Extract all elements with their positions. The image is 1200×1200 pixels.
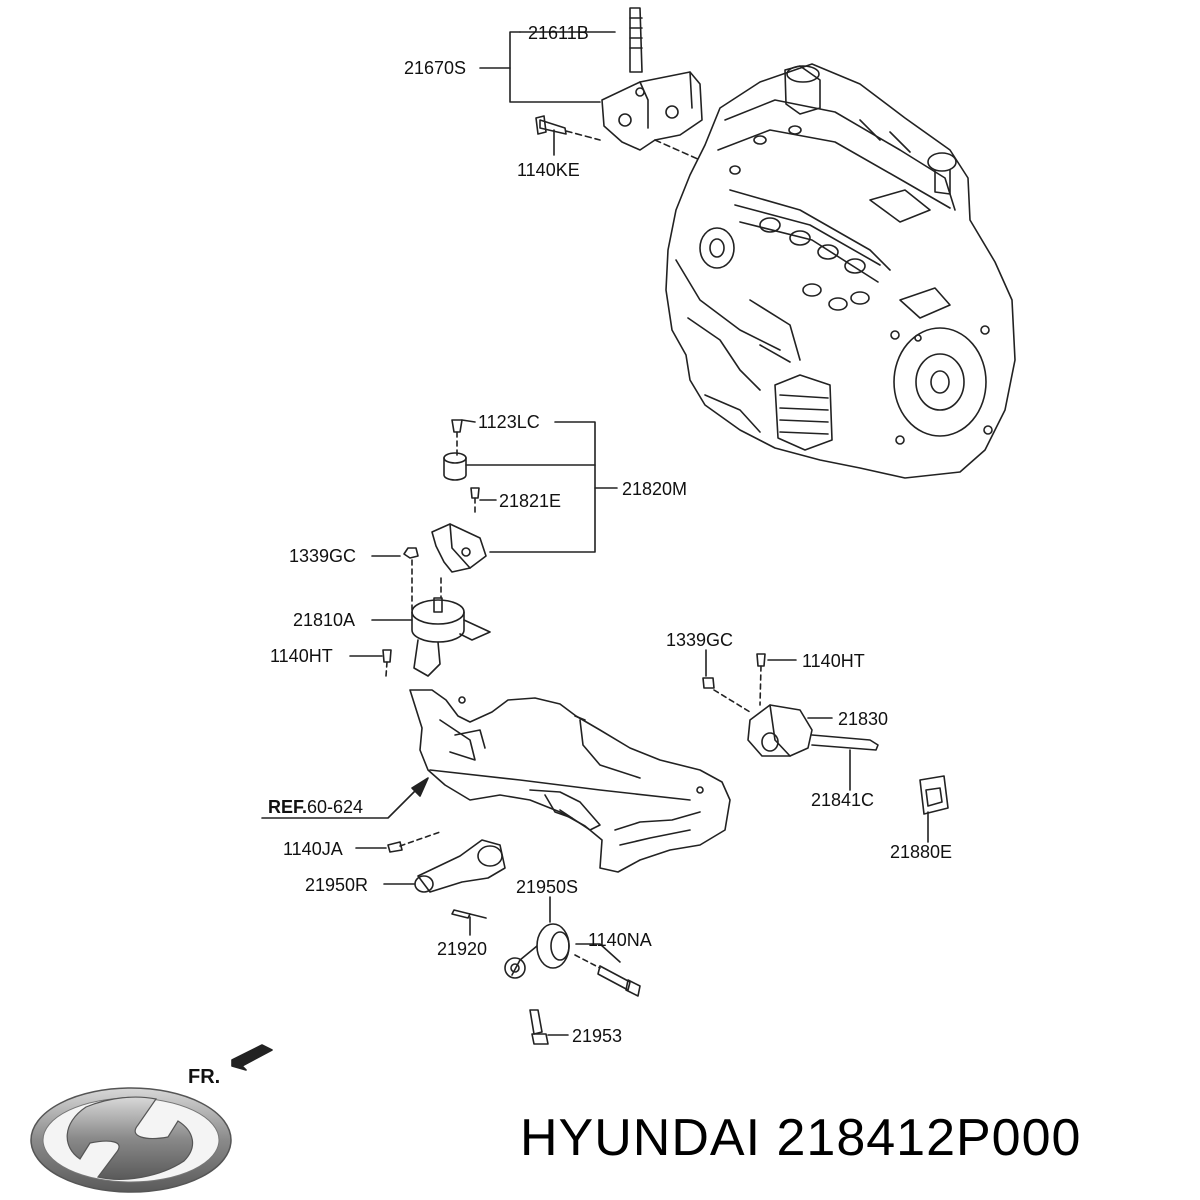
label-21950r: 21950R [305, 875, 369, 895]
label-1339gc-left: 1339GC [289, 546, 357, 566]
label-21841c: 21841C [811, 790, 875, 810]
label-1140ke: 1140KE [517, 160, 580, 180]
front-indicator: FR. [188, 1066, 221, 1088]
label-21670s: 21670S [404, 58, 467, 78]
label-21810a: 21810A [293, 610, 356, 630]
ref-label: REF.60-624 [268, 798, 363, 816]
part-number-title: HYUNDAI 218412P000 [520, 1109, 1082, 1167]
subframe [409, 689, 731, 873]
label-1140ht-left: 1140HT [270, 646, 333, 666]
label-1339gc-right: 1339GC [666, 630, 734, 650]
ref-arrowhead [411, 777, 429, 797]
label-21830: 21830 [838, 709, 889, 729]
front-arrow [231, 1044, 273, 1071]
leader-lines [349, 31, 929, 1036]
label-21950s: 21950S [516, 877, 579, 897]
label-1140ja: 1140JA [283, 839, 343, 859]
label-21821e: 21821E [499, 491, 562, 511]
upper-mount-group [382, 419, 491, 677]
label-1140ht-right: 1140HT [802, 651, 865, 671]
ref-leader [261, 785, 421, 819]
torque-rod-group [387, 831, 641, 1045]
label-21611b: 21611B [528, 23, 589, 43]
label-21920: 21920 [437, 939, 488, 959]
hyundai-logo [30, 1087, 232, 1193]
label-21953: 21953 [572, 1026, 623, 1046]
label-1140na: 1140NA [588, 930, 652, 950]
ref-prefix: REF. [268, 797, 308, 817]
top-mount-bracket [535, 7, 703, 161]
label-21880e: 21880E [890, 842, 953, 862]
ref-number: 60-624 [307, 797, 364, 817]
label-21820m: 21820M [622, 479, 688, 499]
label-1123lc: 1123LC [478, 412, 540, 432]
engine-block [665, 63, 1016, 479]
right-mount-group [702, 653, 949, 815]
